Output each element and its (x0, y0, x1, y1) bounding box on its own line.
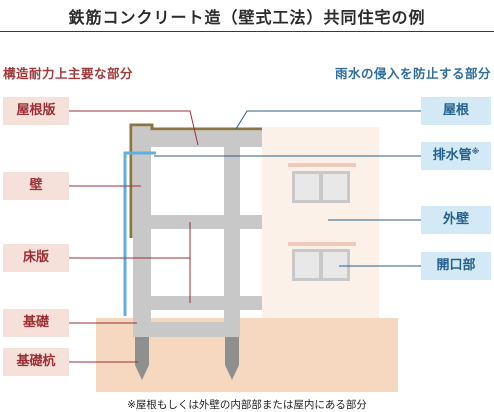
pile-icon-right (225, 337, 239, 380)
label-drain-pipe-text: 排水管 (432, 148, 472, 163)
leader-floor-slab (69, 222, 191, 259)
label-drain-pipe: 排水管※ (421, 142, 491, 170)
pile-icon-left (135, 337, 149, 380)
label-opening: 開口部 (421, 252, 491, 280)
label-foundation: 基礎 (3, 309, 69, 337)
label-roof: 屋根 (421, 97, 491, 125)
window-icon-lower (292, 249, 350, 281)
drain-pipe-note-mark: ※ (471, 147, 480, 156)
structural-parts-heading: 構造耐力上主要な部分 (3, 66, 134, 81)
label-foundation-pile: 基礎杭 (3, 348, 69, 376)
window-icon-upper (292, 171, 350, 203)
page-title: 鉄筋コンクリート造（壁式工法）共同住宅の例 (68, 8, 426, 27)
drain-pipe-icon (123, 151, 156, 316)
building-facade (262, 127, 379, 318)
leader-roof (235, 110, 421, 130)
label-roof-slab: 屋根版 (3, 97, 69, 125)
title-underline (0, 31, 494, 32)
window-header-lower (288, 242, 356, 246)
footnote: ※屋根もしくは外壁の内部部または屋内にある部分 (127, 399, 367, 411)
label-floor-slab: 床版 (3, 244, 69, 272)
label-wall: 壁 (3, 172, 69, 200)
window-header-upper (288, 163, 356, 167)
rainwater-parts-heading: 雨水の侵入を防止する部分 (334, 66, 491, 81)
label-exterior-wall: 外壁 (421, 206, 491, 234)
roof-waterproofing (129, 123, 262, 238)
concrete-frame (133, 127, 262, 337)
leader-roof-slab (69, 110, 199, 146)
